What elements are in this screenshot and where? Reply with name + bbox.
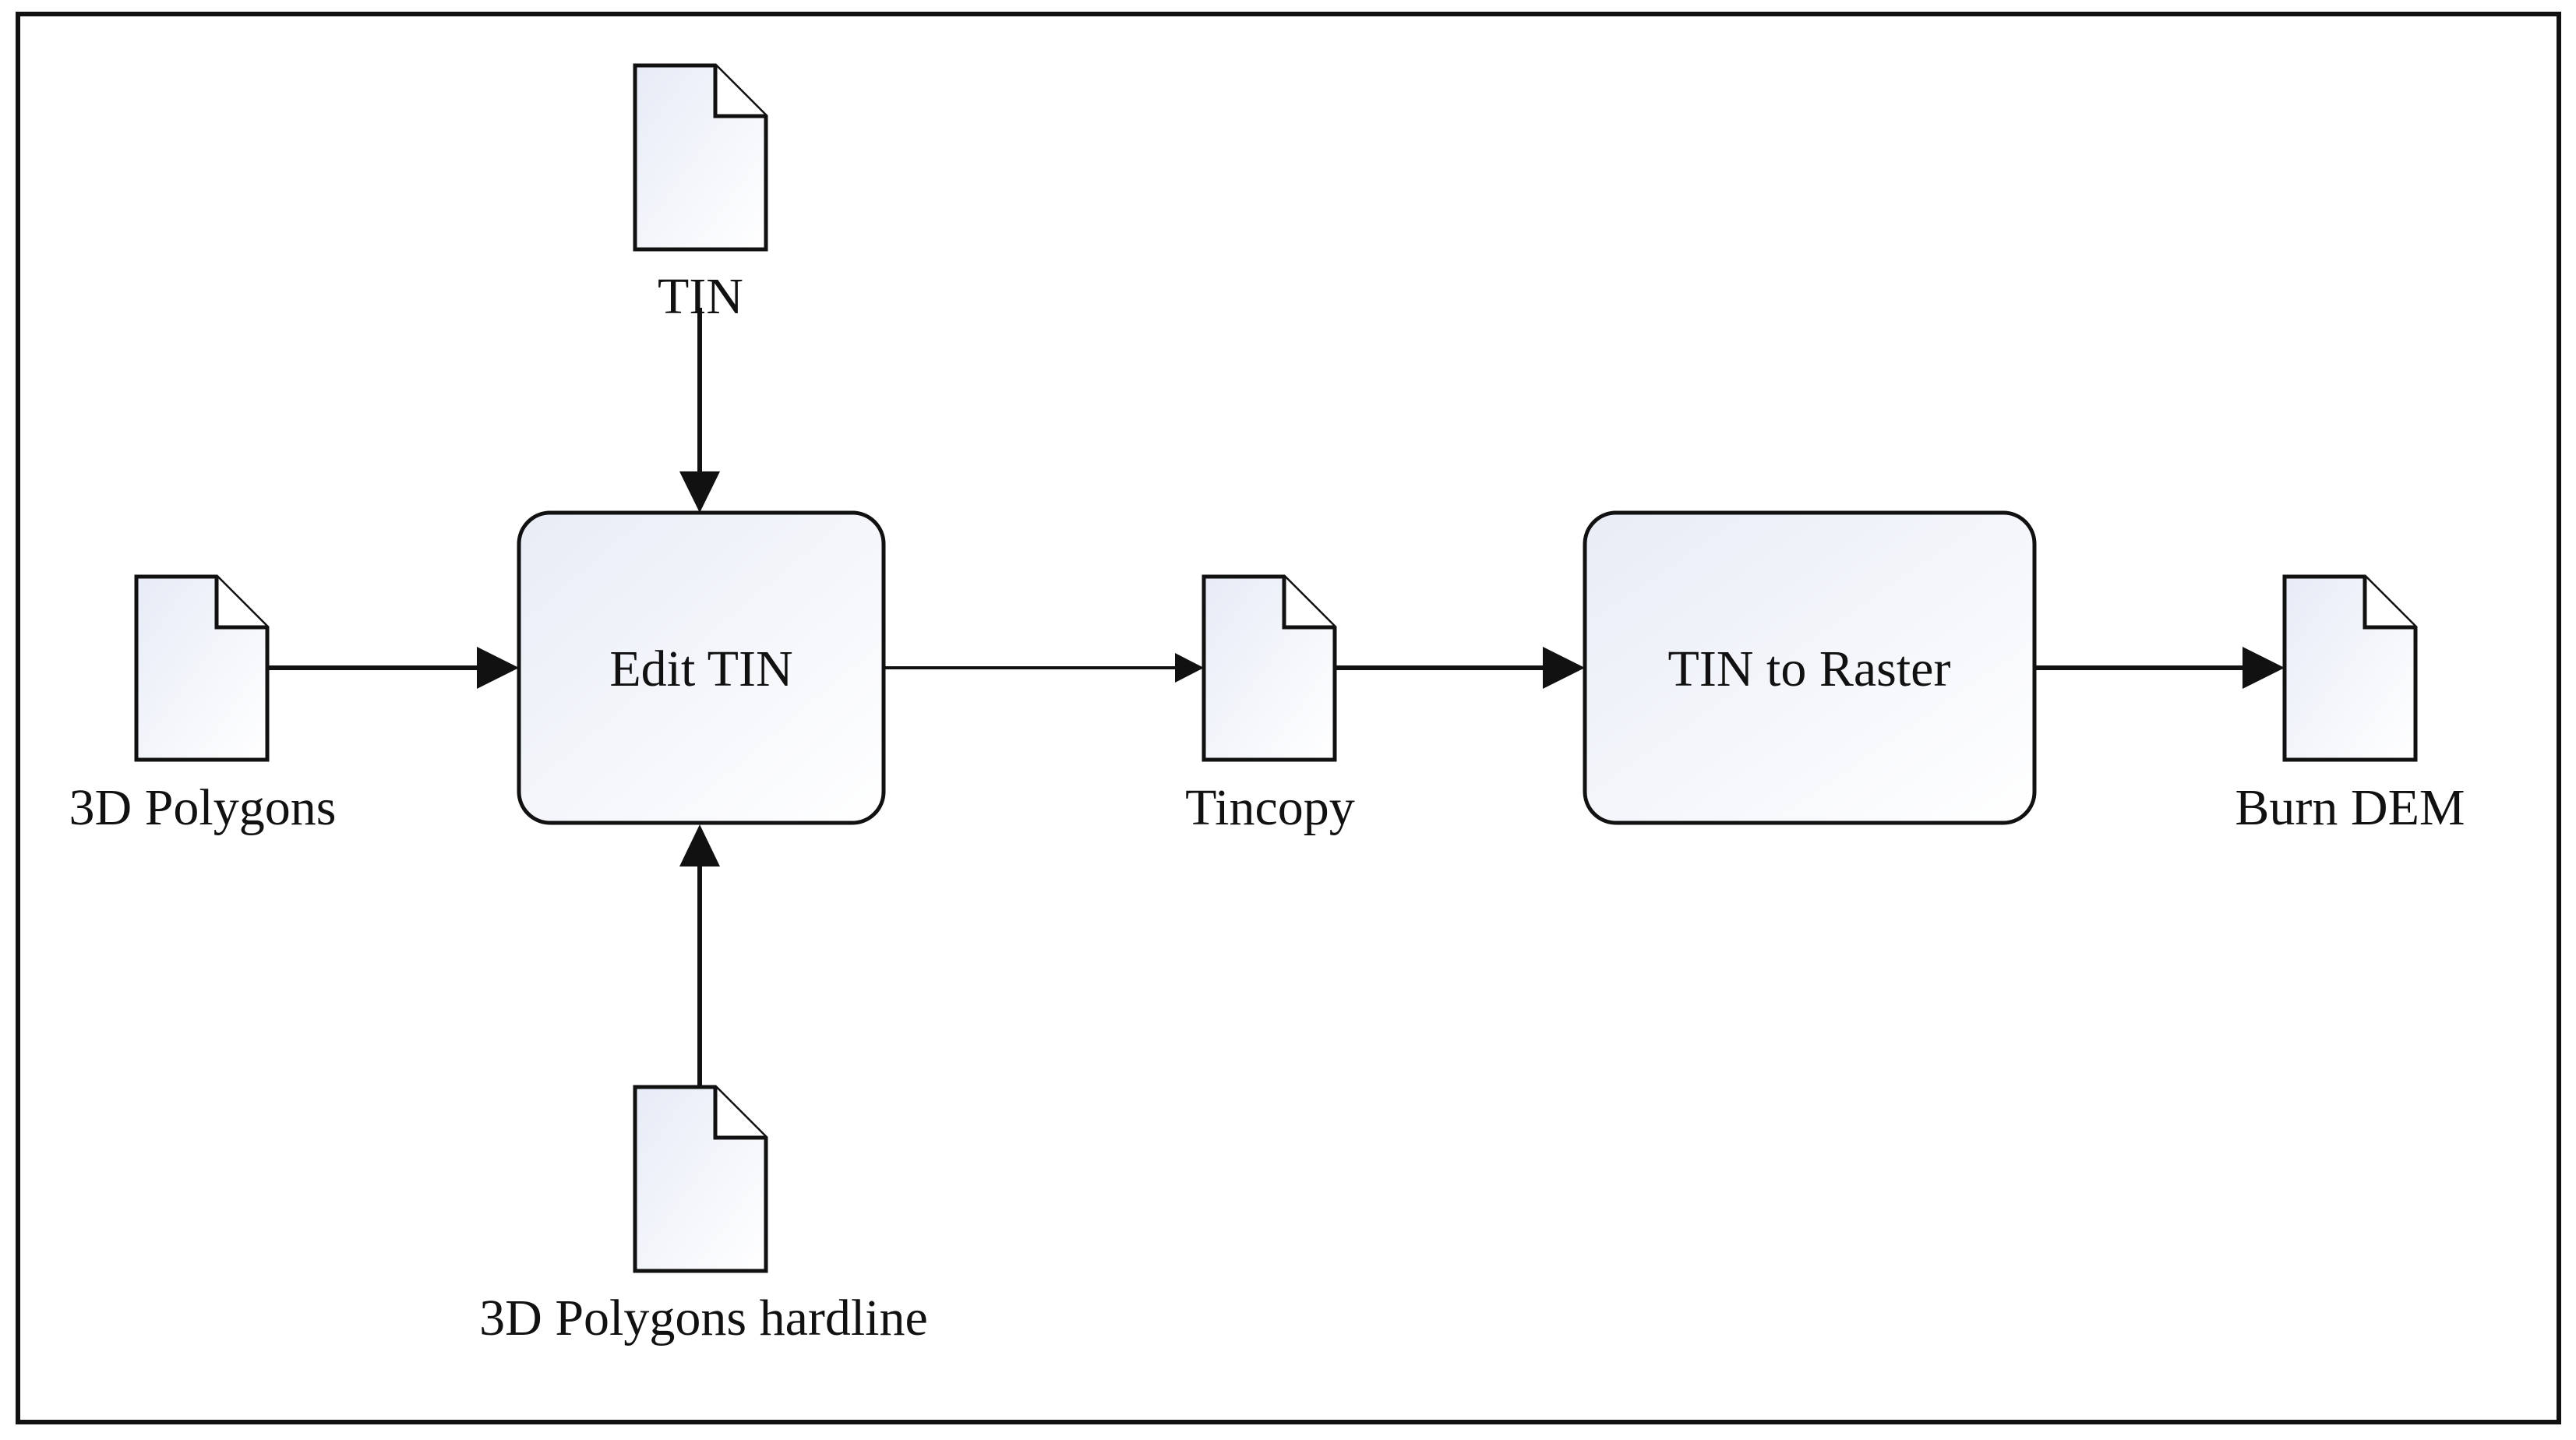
edge-edit-tin-to-tincopy [883,653,1204,683]
file-node-tincopy[interactable]: Tincopy [1185,574,1355,836]
file-icon [134,574,270,762]
file-icon [2282,574,2418,762]
edge-polygons-to-edit-tin [267,647,519,689]
file-label-tin: TIN [658,268,743,325]
file-node-3d-polygons-hardline[interactable]: 3D Polygons hardline [479,1085,928,1346]
process-node-tin-to-raster[interactable]: TIN to Raster [1583,510,2037,825]
edge-tin-to-raster-to-burn-dem [2034,647,2285,689]
file-node-tin[interactable]: TIN [633,63,768,325]
file-label-burn-dem: Burn DEM [2235,779,2465,836]
file-icon [1202,574,1337,762]
process-box [517,510,886,825]
file-label-3d-polygons: 3D Polygons [69,779,337,836]
process-box [1583,510,2037,825]
file-icon [633,1085,768,1273]
edge-hardline-to-edit-tin [679,824,720,1087]
process-node-edit-tin[interactable]: Edit TIN [517,510,886,825]
process-label-tin-to-raster: TIN to Raster [1668,641,1951,697]
edge-tincopy-to-tin-to-raster [1335,647,1585,689]
edge-tin-to-edit-tin [679,308,720,513]
process-label-edit-tin: Edit TIN [609,641,792,697]
file-label-3d-polygons-hardline: 3D Polygons hardline [479,1290,928,1346]
file-node-burn-dem[interactable]: Burn DEM [2235,574,2465,836]
file-icon [633,63,768,252]
file-label-tincopy: Tincopy [1185,779,1355,836]
file-node-3d-polygons[interactable]: 3D Polygons [69,574,337,836]
